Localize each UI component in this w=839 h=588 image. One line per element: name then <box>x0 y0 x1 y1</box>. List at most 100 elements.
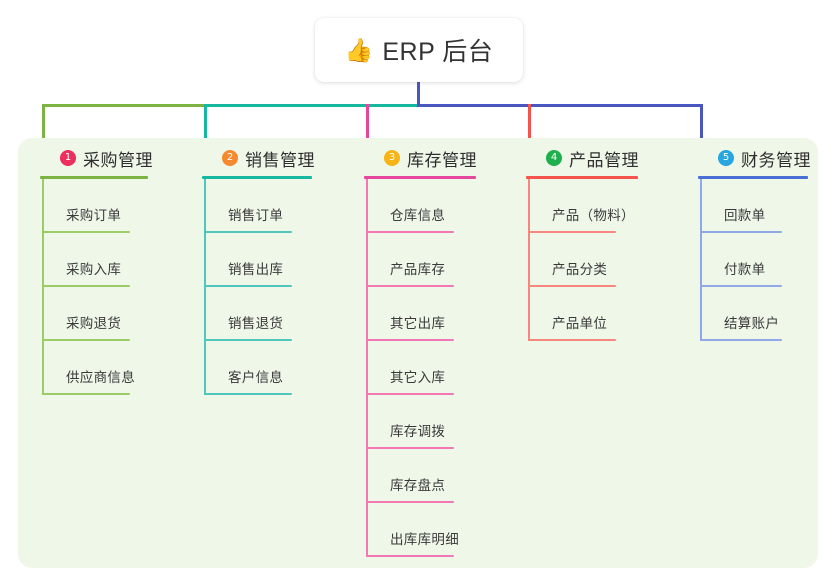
column-title-3: 库存管理 <box>407 150 477 170</box>
connector-bar-segment-2 <box>204 104 417 107</box>
leaf-item-rule <box>204 393 292 395</box>
column-header-3[interactable]: 3 库存管理 <box>364 146 477 170</box>
leaf-item-label: 销售订单 <box>228 208 284 223</box>
leaf-item[interactable]: 回款单 <box>698 179 811 233</box>
column-spine-2 <box>204 179 206 395</box>
leaf-item-rule <box>42 339 130 341</box>
leaf-item[interactable]: 产品（物料） <box>526 179 639 233</box>
connector-drop-4 <box>528 104 531 140</box>
leaf-item-rule <box>204 285 292 287</box>
column-header-2[interactable]: 2 销售管理 <box>202 146 315 170</box>
column-badge-1: 1 <box>60 150 76 166</box>
leaf-item-rule <box>42 393 130 395</box>
leaf-item[interactable]: 产品库存 <box>364 233 477 287</box>
leaf-item-label: 仓库信息 <box>390 208 446 223</box>
leaf-item-label: 付款单 <box>724 262 766 277</box>
leaf-item-label: 产品库存 <box>390 262 446 277</box>
column-badge-5: 5 <box>718 150 734 166</box>
leaf-item-label: 销售出库 <box>228 262 284 277</box>
leaf-item-label: 出库库明细 <box>390 532 459 547</box>
root-node-content: 👍 ERP 后台 <box>345 32 494 68</box>
leaf-item-rule <box>528 339 616 341</box>
leaf-item[interactable]: 供应商信息 <box>40 341 153 395</box>
leaf-item-label: 采购订单 <box>66 208 122 223</box>
leaf-item[interactable]: 出库库明细 <box>364 503 477 557</box>
column-header-1[interactable]: 1 采购管理 <box>40 146 153 170</box>
leaf-item[interactable]: 客户信息 <box>202 341 315 395</box>
leaf-item-rule <box>366 393 454 395</box>
column-5: 5 财务管理回款单付款单结算账户 <box>698 146 811 341</box>
leaf-item[interactable]: 采购订单 <box>40 179 153 233</box>
column-header-rule-2 <box>202 176 312 179</box>
leaf-item[interactable]: 其它入库 <box>364 341 477 395</box>
leaf-item-label: 销售退货 <box>228 316 284 331</box>
root-node-card[interactable]: 👍 ERP 后台 <box>315 18 523 82</box>
column-items-3: 仓库信息产品库存其它出库其它入库库存调拨库存盘点出库库明细 <box>364 179 477 557</box>
leaf-item-rule <box>204 339 292 341</box>
leaf-item[interactable]: 产品单位 <box>526 287 639 341</box>
leaf-item[interactable]: 销售退货 <box>202 287 315 341</box>
leaf-item-label: 其它出库 <box>390 316 446 331</box>
leaf-item-label: 产品（物料） <box>552 208 635 223</box>
leaf-item-rule <box>700 285 782 287</box>
leaf-item[interactable]: 产品分类 <box>526 233 639 287</box>
leaf-item-label: 其它入库 <box>390 370 446 385</box>
leaf-item[interactable]: 付款单 <box>698 233 811 287</box>
column-title-4: 产品管理 <box>569 150 639 170</box>
leaf-item-rule <box>366 231 454 233</box>
leaf-item[interactable]: 仓库信息 <box>364 179 477 233</box>
leaf-item-rule <box>700 339 782 341</box>
leaf-item-rule <box>528 285 616 287</box>
column-4: 4 产品管理产品（物料） 产品分类产品单位 <box>526 146 639 341</box>
thumbs-up-icon: 👍 <box>344 36 374 63</box>
leaf-item[interactable]: 库存盘点 <box>364 449 477 503</box>
leaf-item-label: 采购退货 <box>66 316 122 331</box>
leaf-item-rule <box>204 231 292 233</box>
leaf-item[interactable]: 销售出库 <box>202 233 315 287</box>
column-header-5[interactable]: 5 财务管理 <box>698 146 811 170</box>
column-2: 2 销售管理销售订单销售出库销售退货客户信息 <box>202 146 315 395</box>
column-header-rule-4 <box>526 176 638 179</box>
column-spine-1 <box>42 179 44 395</box>
column-title-2: 销售管理 <box>245 150 315 170</box>
diagram-panel <box>18 138 818 568</box>
leaf-item[interactable]: 其它出库 <box>364 287 477 341</box>
connector-drop-1 <box>42 104 45 140</box>
leaf-item-rule <box>528 231 616 233</box>
column-header-rule-1 <box>40 176 148 179</box>
column-badge-2: 2 <box>222 150 238 166</box>
leaf-item-rule <box>42 231 130 233</box>
column-badge-3: 3 <box>384 150 400 166</box>
leaf-item-rule <box>42 285 130 287</box>
leaf-item-rule <box>700 231 782 233</box>
leaf-item-label: 库存调拨 <box>390 424 446 439</box>
column-badge-4: 4 <box>546 150 562 166</box>
column-title-5: 财务管理 <box>741 150 811 170</box>
leaf-item-rule <box>366 501 454 503</box>
column-items-2: 销售订单销售出库销售退货客户信息 <box>202 179 315 395</box>
connector-drop-2 <box>204 104 207 140</box>
connector-bar-segment-3 <box>417 104 703 107</box>
connector-drop-5 <box>700 104 703 140</box>
column-title-1: 采购管理 <box>83 150 153 170</box>
column-spine-4 <box>528 179 530 341</box>
root-stem-connector <box>417 80 420 105</box>
column-items-5: 回款单付款单结算账户 <box>698 179 811 341</box>
leaf-item-rule <box>366 447 454 449</box>
column-header-4[interactable]: 4 产品管理 <box>526 146 639 170</box>
leaf-item[interactable]: 采购入库 <box>40 233 153 287</box>
leaf-item-label: 采购入库 <box>66 262 122 277</box>
leaf-item[interactable]: 结算账户 <box>698 287 811 341</box>
leaf-item[interactable]: 采购退货 <box>40 287 153 341</box>
connector-drop-3 <box>366 104 369 140</box>
leaf-item[interactable]: 库存调拨 <box>364 395 477 449</box>
leaf-item[interactable]: 销售订单 <box>202 179 315 233</box>
leaf-item-label: 库存盘点 <box>390 478 446 493</box>
leaf-item-label: 供应商信息 <box>66 370 135 385</box>
connector-bar-segment-1 <box>42 104 204 107</box>
column-spine-3 <box>366 179 368 557</box>
leaf-item-label: 结算账户 <box>724 316 780 331</box>
leaf-item-label: 产品分类 <box>552 262 608 277</box>
column-1: 1 采购管理采购订单采购入库采购退货供应商信息 <box>40 146 153 395</box>
column-items-1: 采购订单采购入库采购退货供应商信息 <box>40 179 153 395</box>
